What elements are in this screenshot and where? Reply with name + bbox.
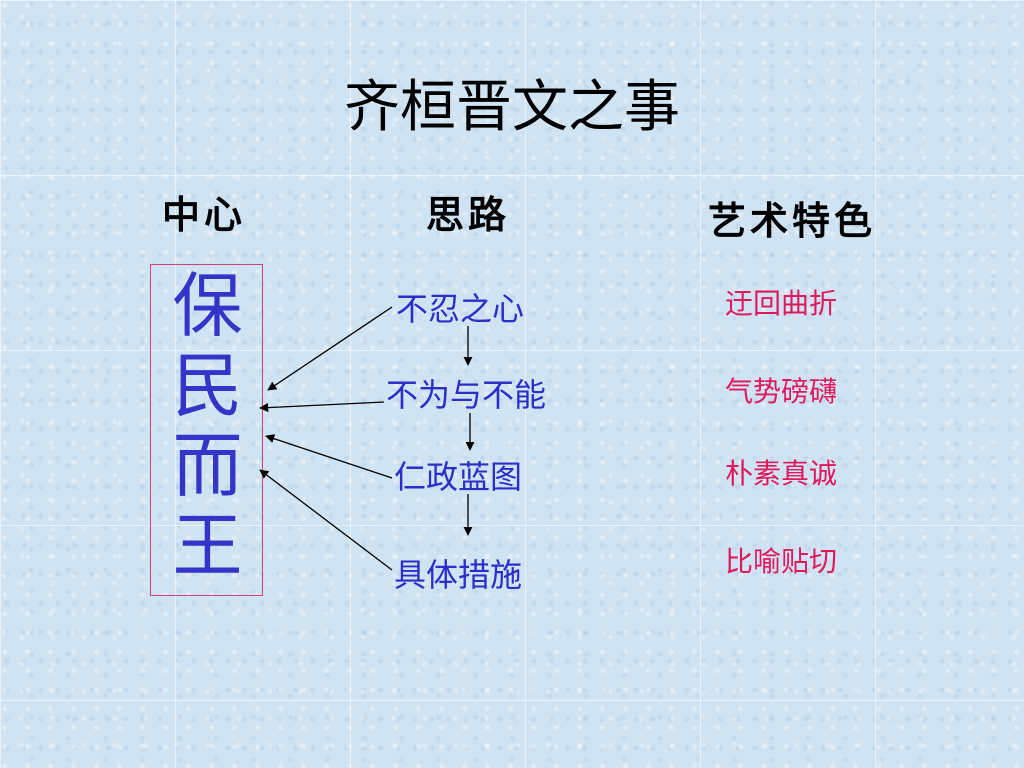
header-art: 艺术特色 <box>708 198 877 243</box>
center-char-1: 保 <box>172 265 243 347</box>
step-1: 不忍之心 <box>396 290 525 328</box>
arrow-step3-to-center <box>265 434 393 479</box>
center-char-4: 王 <box>172 505 243 587</box>
slide-title: 齐桓晋文之事 <box>344 75 680 140</box>
center-char-3: 而 <box>172 425 243 507</box>
step-3: 仁政蓝图 <box>394 458 523 496</box>
feature-3: 朴素真诚 <box>725 457 838 490</box>
feature-2: 气势磅礴 <box>725 375 838 408</box>
header-thought: 思路 <box>426 192 511 237</box>
step-4: 具体措施 <box>394 556 523 594</box>
feature-4: 比喻贴切 <box>725 545 838 578</box>
arrow-step4-to-center <box>259 469 393 571</box>
feature-1: 迂回曲折 <box>725 287 838 320</box>
center-char-2: 民 <box>172 345 243 427</box>
step-2: 不为与不能 <box>386 376 547 414</box>
center-theme-box: 保 民 而 王 <box>150 264 263 596</box>
arrow-step1-to-center <box>267 306 393 391</box>
header-center: 中心 <box>162 192 247 237</box>
arrow-step2-to-center <box>259 401 385 413</box>
